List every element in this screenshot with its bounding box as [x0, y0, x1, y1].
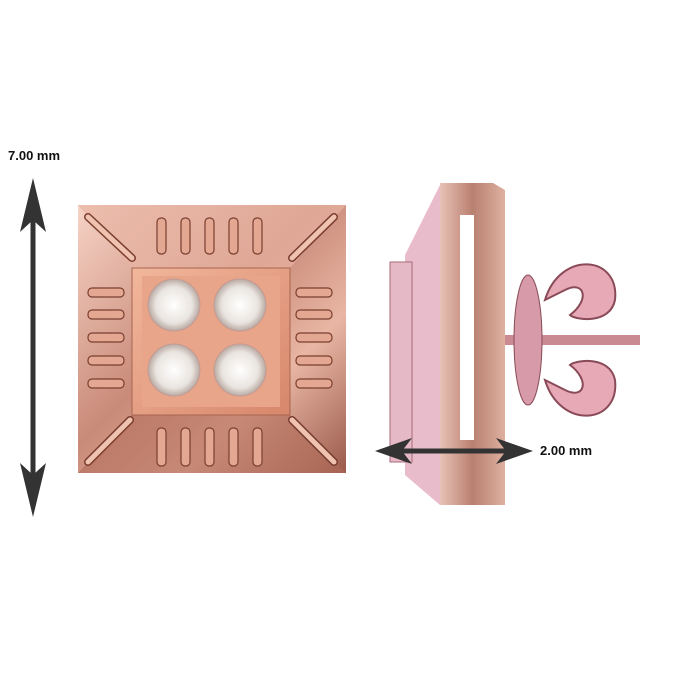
- earring-front-view: [78, 205, 346, 473]
- height-dimension-label: 7.00 mm: [8, 148, 61, 163]
- height-arrow: [20, 178, 46, 517]
- earring-side-view: [389, 183, 640, 505]
- width-arrow: [375, 438, 533, 464]
- width-dimension-label: 2.00 mm: [540, 443, 593, 458]
